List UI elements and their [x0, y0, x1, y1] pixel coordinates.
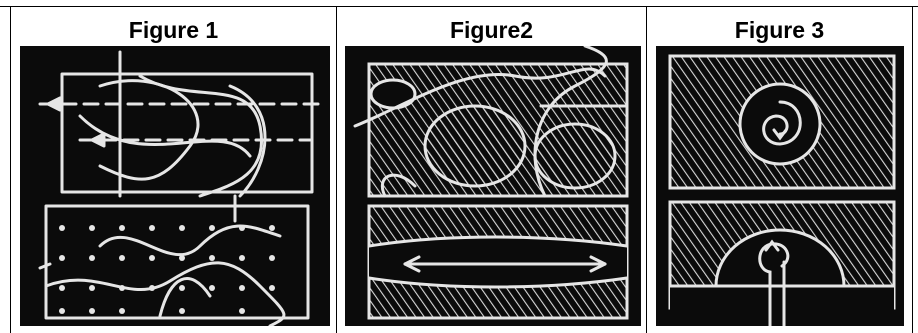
figure-3-drawing — [668, 54, 896, 326]
figure-2-image — [345, 46, 641, 326]
figure-2-drawing — [353, 46, 629, 320]
figure-3-title: Figure 3 — [734, 17, 825, 43]
figure-1-drawing — [38, 50, 322, 326]
figure-2-title: Figure2 — [449, 17, 534, 43]
figure-2-cell: Figure2 — [337, 6, 646, 333]
figure-1-dots — [59, 225, 275, 314]
figure-1-cell: Figure 1 — [11, 6, 336, 333]
table-divider-1 — [336, 6, 337, 333]
table-right-border — [912, 6, 913, 333]
table-divider-2 — [646, 6, 647, 333]
table-top-border — [0, 6, 918, 7]
figure-3-cell: Figure 3 — [647, 6, 912, 333]
table-left-border — [10, 6, 11, 333]
figure-1-image — [20, 46, 330, 326]
figure-1-title: Figure 1 — [128, 17, 219, 43]
figure-3-image — [656, 46, 904, 326]
